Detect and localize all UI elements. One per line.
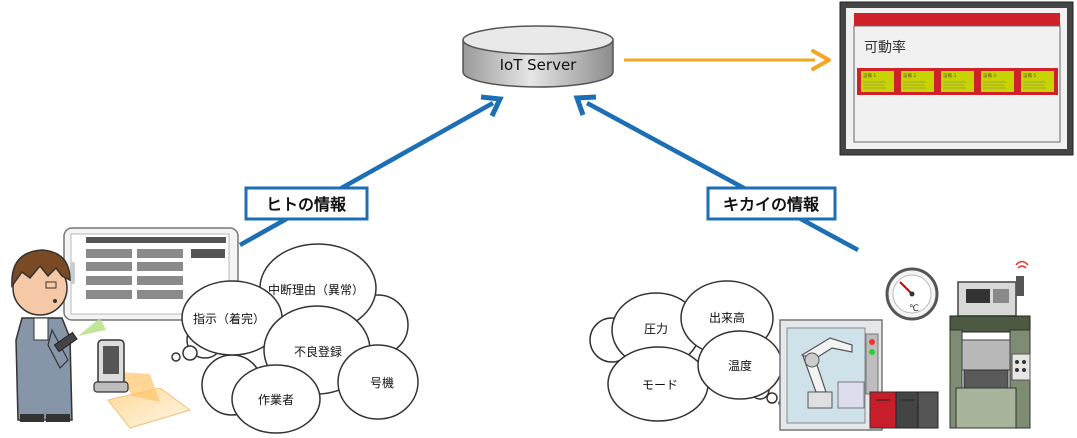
- human-data-arrow: [238, 94, 504, 247]
- dashboard-title: 可動率: [864, 39, 906, 56]
- human-info-label: ヒトの情報: [244, 186, 369, 221]
- bubble-output: 出来高: [709, 310, 745, 325]
- iot-server: IoT Server: [462, 25, 614, 88]
- svg-text:キカイの情報: キカイの情報: [723, 195, 820, 214]
- bubble-instruction: 指示（着完）: [193, 311, 265, 326]
- card-name: 設備 4: [983, 72, 996, 79]
- gauge-unit: ℃: [909, 304, 919, 314]
- card-4: 設備 4: [981, 71, 1014, 92]
- barcode-scanner: [93, 339, 192, 429]
- bubble-operator: 作業者: [258, 393, 294, 407]
- output-arrow: [624, 49, 831, 71]
- machine-data-arrow: [573, 94, 860, 252]
- card-3: 設備 3: [941, 71, 974, 92]
- machine-info-label: キカイの情報: [706, 186, 837, 221]
- worker-figure: [11, 249, 106, 422]
- press-machine: [949, 260, 1031, 429]
- machine-bubble-group: [589, 280, 786, 422]
- bubble-defect-registration: 不良登録: [294, 344, 342, 359]
- temperature-gauge: ℃: [885, 267, 939, 321]
- bubble-pressure: 圧力: [644, 322, 668, 336]
- bubble-machine-number: 号機: [370, 375, 394, 390]
- card-2: 設備 2: [901, 71, 934, 92]
- svg-text:ヒトの情報: ヒトの情報: [266, 195, 347, 214]
- bubble-mode: モード: [642, 378, 678, 392]
- server-label: IoT Server: [500, 56, 578, 74]
- robot-cell: [779, 319, 883, 431]
- card-1: 設備 1: [861, 71, 894, 92]
- bubble-temperature: 温度: [728, 358, 752, 373]
- card-name: 設備 3: [943, 72, 956, 79]
- human-bubble-group: [171, 243, 419, 434]
- bubble-interrupt-reason: 中断理由（異常）: [268, 282, 364, 297]
- control-cabinets: [869, 391, 939, 429]
- card-name: 設備 1: [863, 72, 876, 79]
- card-name: 設備 5: [1023, 72, 1036, 79]
- card-name: 設備 2: [903, 72, 916, 79]
- utilization-dashboard: 可動率 設備 1 設備 2 設備 3 設備 4: [839, 1, 1074, 156]
- card-5: 設備 5: [1021, 71, 1054, 92]
